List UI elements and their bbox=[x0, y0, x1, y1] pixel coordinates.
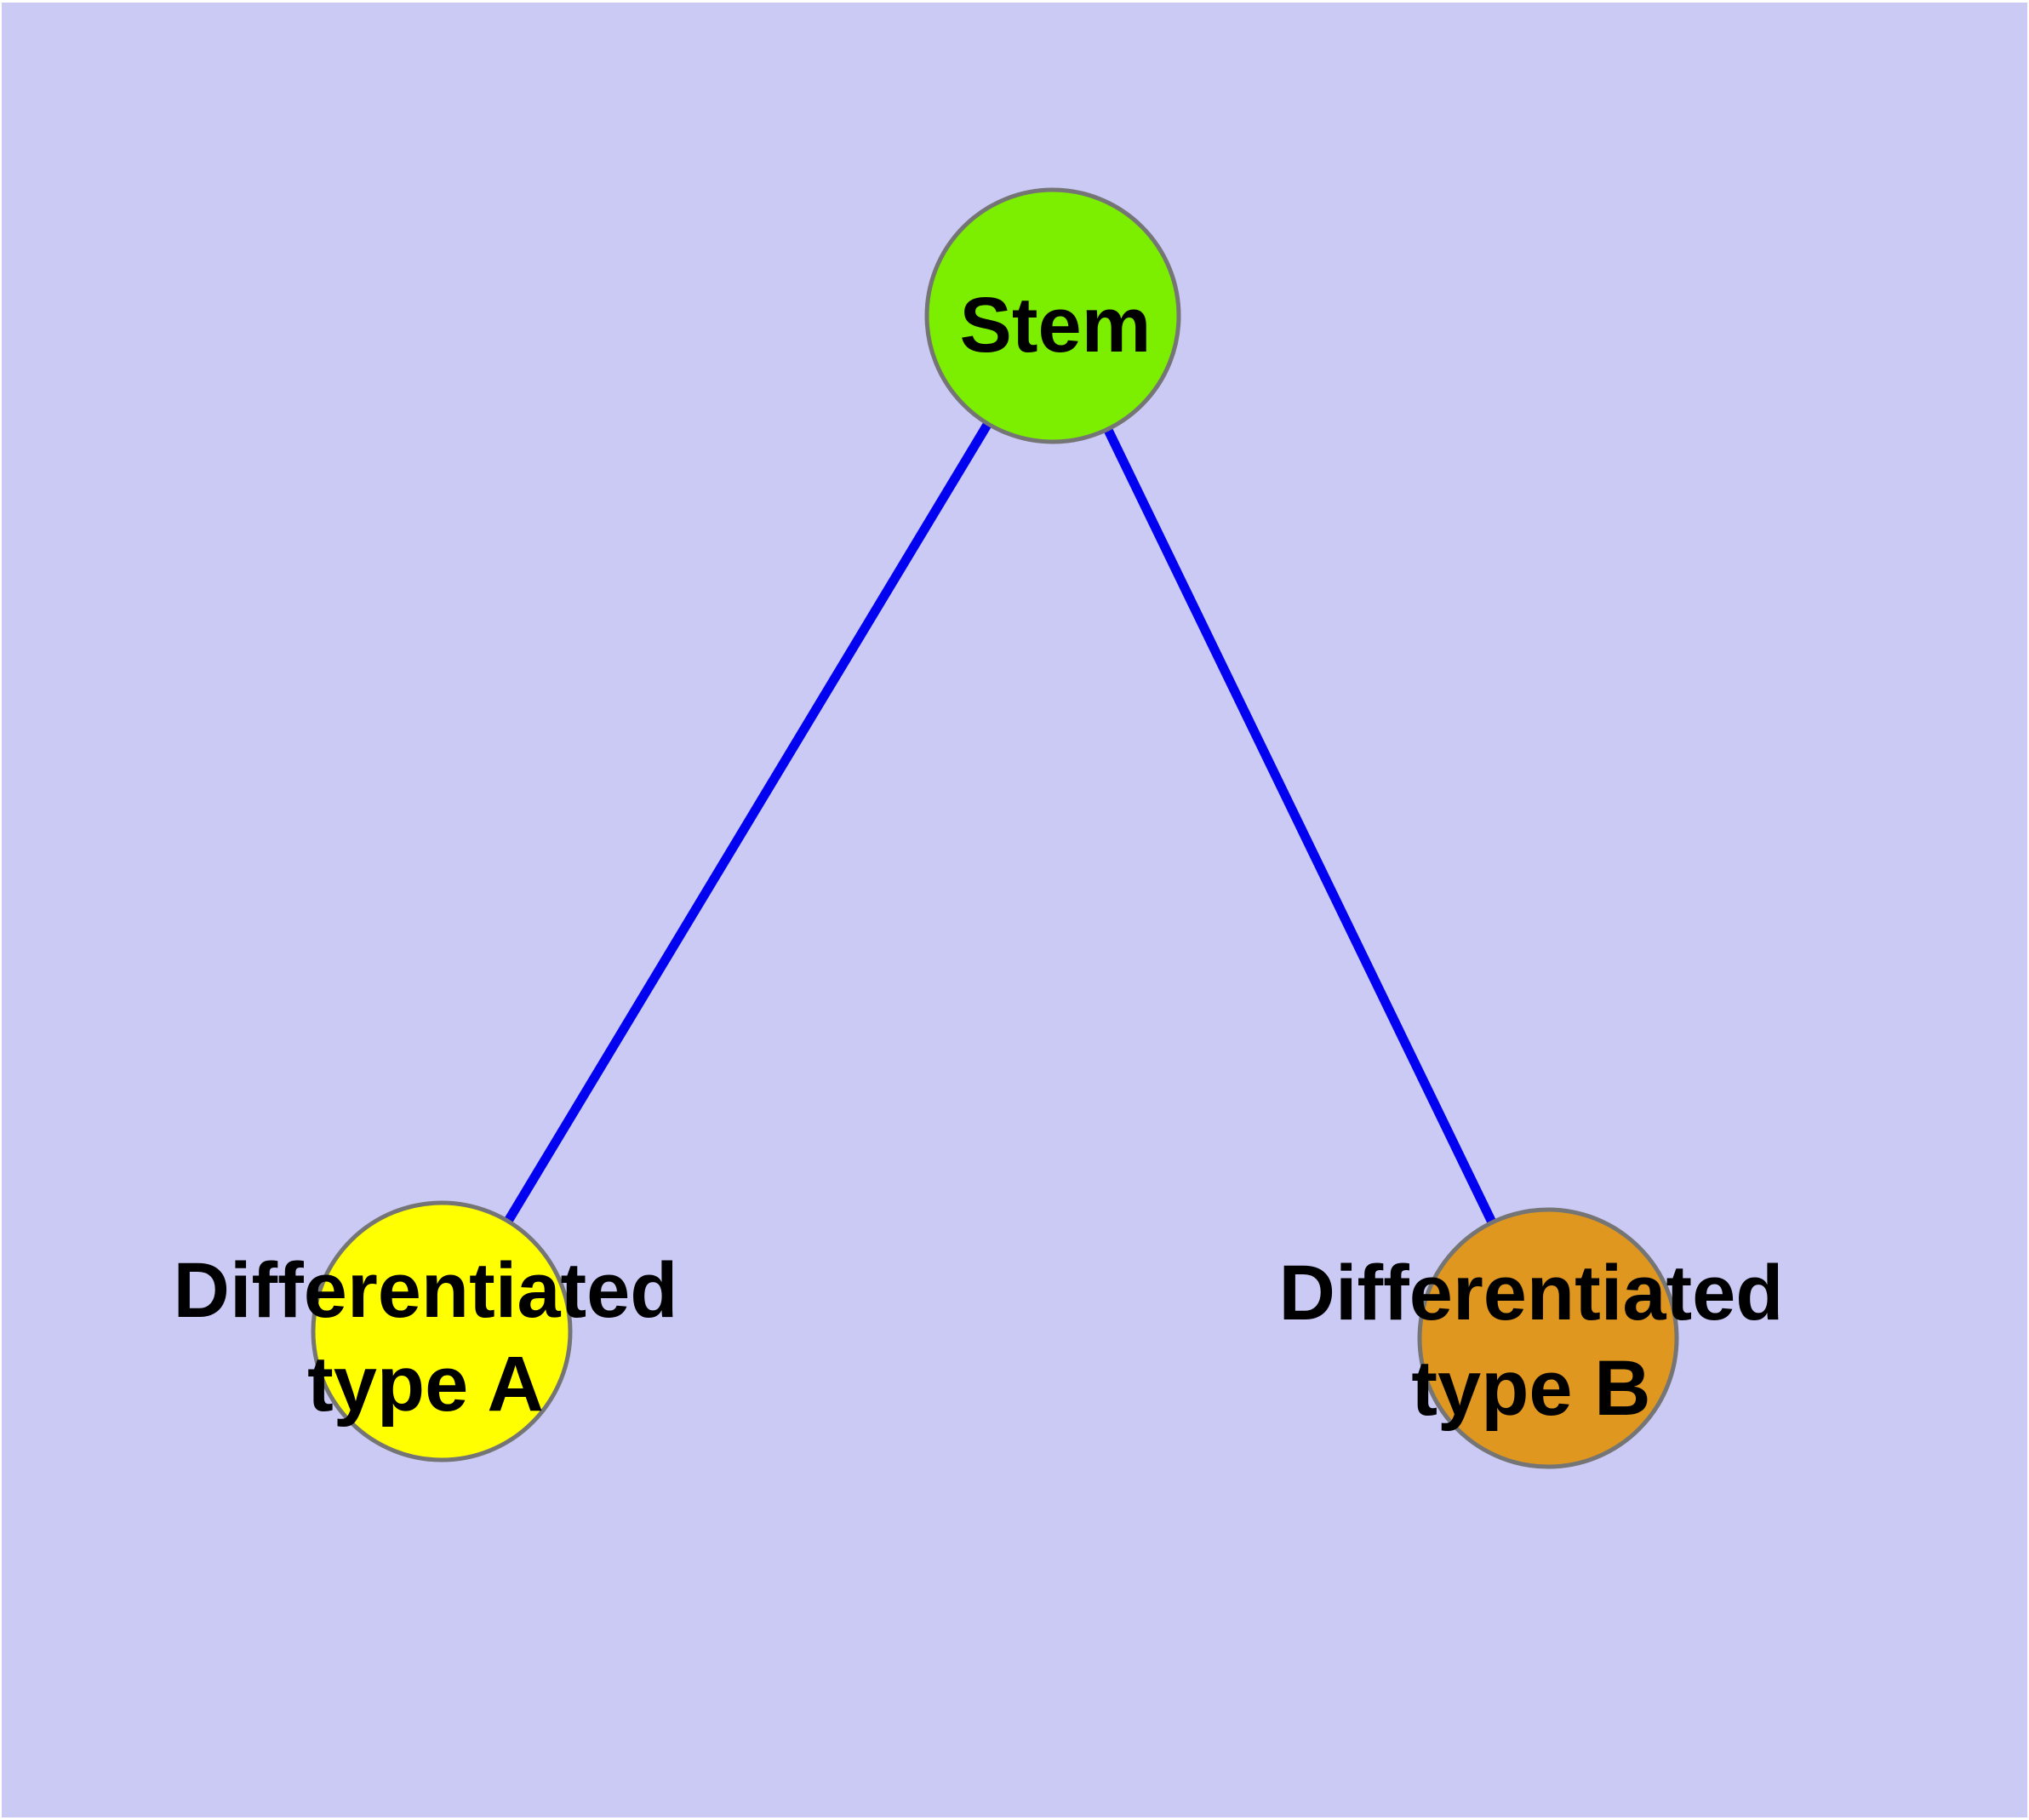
edge-stem-to-type-a bbox=[437, 313, 1057, 1334]
node-stem-circle bbox=[924, 187, 1181, 444]
node-type-b-circle bbox=[1417, 1207, 1679, 1469]
node-type-b-label-line-2: type B bbox=[1411, 1345, 1650, 1432]
node-type-a-circle bbox=[311, 1200, 573, 1462]
edge-stem-to-type-b bbox=[1049, 313, 1552, 1341]
node-type-a-label-line-1: Differentiated bbox=[174, 1247, 678, 1334]
node-type-b-label-line-1: Differentiated bbox=[1279, 1250, 1784, 1336]
node-stem-label: Stem bbox=[960, 282, 1152, 369]
node-type-a-label-line-2: type A bbox=[307, 1341, 544, 1428]
